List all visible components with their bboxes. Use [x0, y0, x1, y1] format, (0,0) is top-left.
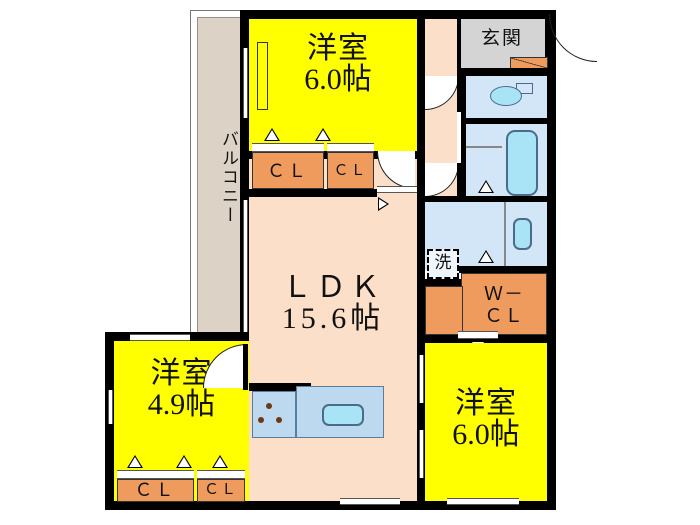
window-bedroom-left-side	[108, 390, 113, 424]
closet-door-top-2	[327, 143, 374, 152]
wall-bottom	[105, 501, 556, 510]
stove-burner-2	[258, 417, 264, 423]
washbasin	[513, 218, 532, 250]
stove-counter	[252, 391, 296, 438]
wall-closet-top-bottom	[249, 189, 377, 197]
wall-right	[547, 10, 556, 510]
front-door-leaf	[545, 14, 549, 66]
door-bedroom-top-leaf	[377, 186, 417, 193]
door-bedroom-left-leaf	[243, 344, 248, 390]
bedroom-right-label: 洋室 6.0帖	[425, 387, 547, 452]
wall-bath-left	[461, 124, 466, 202]
wall-washroom-left-lower	[425, 279, 461, 286]
wall-genkan-bottom	[457, 68, 556, 76]
toilet-bowl	[490, 86, 522, 106]
bedroom-top-size: 6.0帖	[304, 63, 372, 97]
wall-left-upper	[240, 10, 249, 332]
closet-chevron-top-1	[264, 128, 280, 141]
closet-left-1-label: ＣＬ	[134, 480, 177, 500]
front-door-swing	[549, 14, 597, 62]
window-ldk-2	[243, 262, 248, 332]
window-bedroom-right-2	[419, 430, 424, 478]
door-washroom-leaf	[457, 163, 461, 199]
walk-in-closet	[461, 273, 547, 335]
walk-in-closet-ext	[425, 286, 463, 335]
door-toilet-leaf	[457, 76, 461, 112]
entrance-label: 玄関	[480, 28, 523, 49]
wall-toilet-left	[461, 76, 466, 118]
closet-left-2	[197, 479, 245, 502]
closet-top-1-label: ＣＬ	[267, 161, 309, 181]
bathtub	[506, 130, 538, 196]
wall-wcl-bottom	[425, 335, 556, 343]
closet-door-left-2	[197, 470, 245, 479]
ldk-size: 15.6帖	[281, 302, 385, 336]
bath-door-chevron	[478, 180, 494, 193]
bedroom-left-name: 洋室	[150, 357, 213, 390]
bedroom-right-size: 6.0帖	[452, 418, 520, 452]
window-bedroom-left-top	[130, 334, 190, 341]
window-bedroom-top	[243, 48, 248, 118]
bedroom-left-size: 4.9帖	[147, 388, 216, 422]
closet-door-left-1	[117, 470, 194, 479]
wcl-door	[458, 331, 498, 339]
closet-top-2	[327, 152, 374, 189]
closet-left-2-label: ＣＬ	[203, 482, 238, 498]
pillar-top-bedroom	[257, 42, 268, 110]
washer-space	[427, 249, 459, 279]
closet-top-2-label: ＣＬ	[333, 163, 368, 179]
bath-divider-line	[466, 146, 502, 148]
stove-burner-1	[266, 403, 272, 409]
closet-chevron-left-2	[176, 455, 192, 468]
bedroom-top-name: 洋室	[307, 32, 369, 65]
washroom-door-chevron	[478, 250, 494, 263]
ldk-label: ＬＤＫ 15.6帖	[249, 271, 417, 336]
kitchen-sink	[322, 404, 364, 426]
stove-burner-3	[276, 417, 282, 423]
ldk-name: ＬＤＫ	[282, 271, 384, 304]
closet-chevron-left-3	[212, 455, 228, 468]
bedroom-right-area	[425, 343, 547, 501]
closet-door-top-1	[252, 143, 324, 152]
window-bedroom-right-1	[419, 355, 424, 403]
wall-ldk-hall	[417, 10, 425, 510]
wall-bath-bottom	[461, 196, 556, 202]
closet-chevron-top-2	[315, 128, 331, 141]
closet-top-1	[252, 152, 324, 189]
closet-left-1	[117, 479, 194, 502]
kitchen-back-wall	[249, 383, 311, 391]
wcl-line2: ＣＬ	[483, 305, 524, 327]
wall-toilet-bottom	[461, 118, 556, 124]
window-ldk-bottom	[340, 498, 400, 505]
closet-chevron-left-1	[127, 455, 143, 468]
door-bedroom-top-chevron	[378, 197, 389, 211]
wall-genkan-left	[457, 10, 461, 68]
wcl-line1: Ｗ－	[483, 284, 524, 305]
bedroom-left-label: 洋室 4.9帖	[114, 357, 249, 422]
wall-hall-bottom	[425, 196, 461, 202]
wall-washroom-bottom	[459, 266, 556, 273]
window-ldk-1	[243, 200, 248, 262]
wall-top	[240, 10, 556, 19]
washroom-divider-line	[504, 202, 506, 270]
window-bedroom-right-bottom	[447, 498, 519, 505]
bedroom-right-name: 洋室	[455, 387, 517, 420]
washer-label: 洗	[434, 253, 452, 272]
balcony-label: バルコニー	[219, 130, 238, 225]
bedroom-top-label: 洋室 6.0帖	[263, 32, 413, 97]
walk-in-closet-label: Ｗ－ ＣＬ	[461, 284, 547, 328]
